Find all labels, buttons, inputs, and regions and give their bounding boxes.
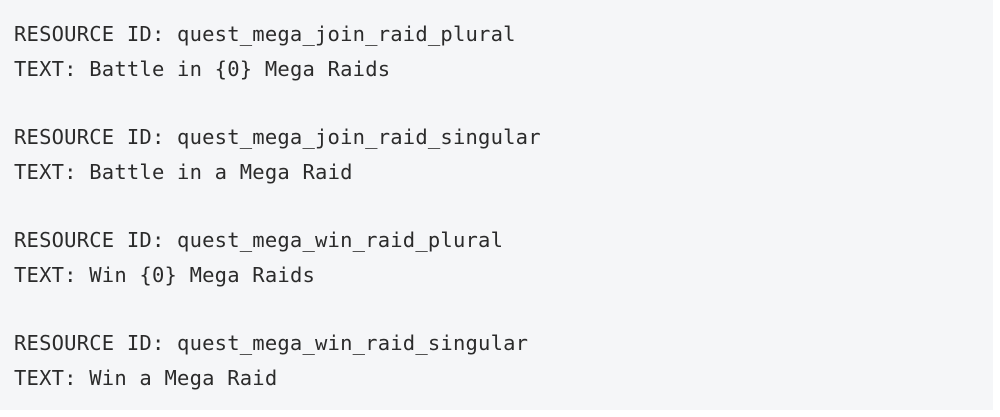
resource-id-line: RESOURCE ID: quest_mega_join_raid_plural <box>14 17 993 52</box>
resource-text-label: TEXT: <box>14 262 90 287</box>
resource-text-value: Win {0} Mega Raids <box>89 262 316 287</box>
resource-text-line: TEXT: Win a Mega Raid <box>14 361 993 396</box>
resource-entry: RESOURCE ID: quest_mega_join_raid_plural… <box>14 17 993 86</box>
resource-id-label: RESOURCE ID: <box>14 228 178 252</box>
resource-id-value: quest_mega_win_raid_singular <box>177 331 529 355</box>
resource-id-line: RESOURCE ID: quest_mega_win_raid_singula… <box>14 326 993 361</box>
resource-id-label: RESOURCE ID: <box>14 125 178 149</box>
resource-text-line: TEXT: Win {0} Mega Raids <box>14 258 993 293</box>
resource-text-line: TEXT: Battle in a Mega Raid <box>14 155 993 190</box>
resource-entry: RESOURCE ID: quest_mega_win_raid_plural … <box>14 223 993 292</box>
resource-id-value: quest_mega_win_raid_plural <box>177 228 504 252</box>
resource-id-label: RESOURCE ID: <box>14 22 178 46</box>
resource-entry: RESOURCE ID: quest_mega_join_raid_singul… <box>14 120 993 189</box>
resource-text-value: Battle in {0} Mega Raids <box>89 56 391 81</box>
resource-entry: RESOURCE ID: quest_mega_win_raid_singula… <box>14 326 993 395</box>
resource-id-value: quest_mega_join_raid_plural <box>177 22 516 46</box>
code-block: RESOURCE ID: quest_mega_join_raid_plural… <box>14 17 993 395</box>
resource-text-value: Battle in a Mega Raid <box>89 159 353 184</box>
resource-id-line: RESOURCE ID: quest_mega_join_raid_singul… <box>14 120 993 155</box>
resource-id-line: RESOURCE ID: quest_mega_win_raid_plural <box>14 223 993 258</box>
resource-text-label: TEXT: <box>14 159 90 184</box>
resource-text-label: TEXT: <box>14 365 90 390</box>
resource-text-line: TEXT: Battle in {0} Mega Raids <box>14 52 993 87</box>
resource-id-value: quest_mega_join_raid_singular <box>177 125 541 149</box>
resource-text-value: Win a Mega Raid <box>89 365 278 390</box>
resource-text-label: TEXT: <box>14 56 90 81</box>
resource-id-label: RESOURCE ID: <box>14 331 178 355</box>
